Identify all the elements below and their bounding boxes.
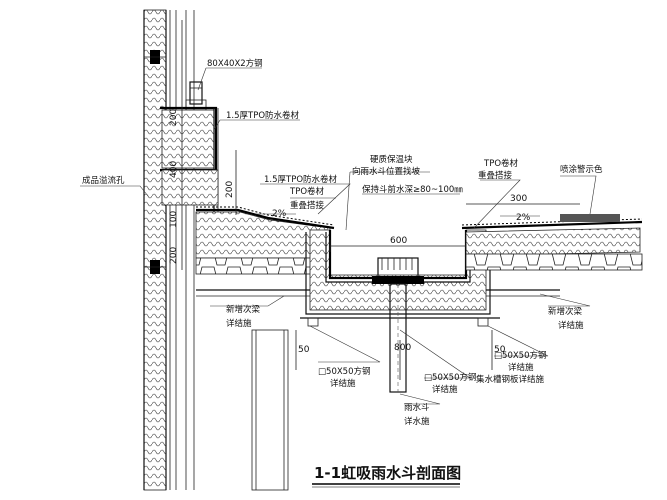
label-steel50-mid-2: 详结施 — [432, 384, 458, 395]
label-tpo-top: 1.5厚TPO防水卷材 — [226, 110, 300, 121]
dim-200-c: 200 — [169, 109, 179, 126]
label-tpo-roll-right-1: TPO卷材 — [483, 158, 519, 169]
label-steel50-mid-1: □50X50方钢 — [424, 372, 477, 383]
label-gutter-plate: 集水槽钢板详结施 — [476, 374, 545, 385]
drawing-title: 1-1虹吸雨水斗剖面图 — [314, 464, 461, 482]
siphonic-drain — [372, 257, 424, 393]
label-overflow: 成品溢流孔 — [82, 175, 125, 186]
label-hard-insulation: 硬质保温块 — [370, 154, 413, 165]
steel-tube-80x40 — [185, 81, 207, 111]
label-tpo-mid: 1.5厚TPO防水卷材 — [264, 174, 338, 185]
label-tpo-roll-left-2: 重叠搭接 — [290, 200, 325, 211]
wall-panel — [143, 9, 195, 491]
label-drain-2: 详水施 — [404, 416, 430, 427]
roof-right — [461, 214, 643, 271]
dim-200-a: 200 — [225, 181, 235, 198]
dim-100: 100 — [169, 211, 179, 228]
label-tpo-roll-right-2: 重叠搭接 — [478, 170, 513, 181]
dim-50-b: 50 — [494, 345, 506, 355]
label-tpo-roll-left-1: TPO卷材 — [289, 186, 325, 197]
parapet — [160, 106, 219, 225]
slope-right: 2% — [516, 213, 531, 223]
dim-300: 300 — [510, 194, 527, 204]
label-steel50-left-1: □50X50方钢 — [318, 366, 371, 377]
leaders — [80, 67, 597, 405]
beams — [196, 289, 560, 491]
label-steel50-left-2: 详结施 — [330, 378, 356, 389]
label-steel50-right-1: □50X50方钢 — [494, 350, 547, 361]
label-beam-right-1: 新增次梁 — [548, 306, 583, 317]
label-slope-to-drain: 向雨水斗位置找坡 — [352, 166, 421, 177]
label-keep-depth: 保持斗前水深≥80~100㎜ — [362, 184, 463, 195]
dimensions — [181, 20, 580, 380]
label-beam-left-1: 新增次梁 — [226, 304, 261, 315]
label-beam-left-2: 详结施 — [226, 318, 252, 329]
dim-800: 800 — [394, 343, 411, 353]
dim-600: 600 — [390, 236, 407, 246]
label-beam-right-2: 详结施 — [558, 320, 584, 331]
label-steel-80x40: 80X40X2方钢 — [207, 58, 263, 69]
label-steel50-right-2: 详结施 — [508, 362, 534, 373]
label-warning-paint: 喷涂警示色 — [560, 164, 603, 175]
label-drain-1: 雨水斗 — [404, 402, 430, 413]
dim-400: 400 — [169, 161, 179, 178]
roof-left — [195, 206, 335, 275]
dim-200-b: 200 — [169, 247, 179, 264]
dim-50-a: 50 — [298, 345, 310, 355]
